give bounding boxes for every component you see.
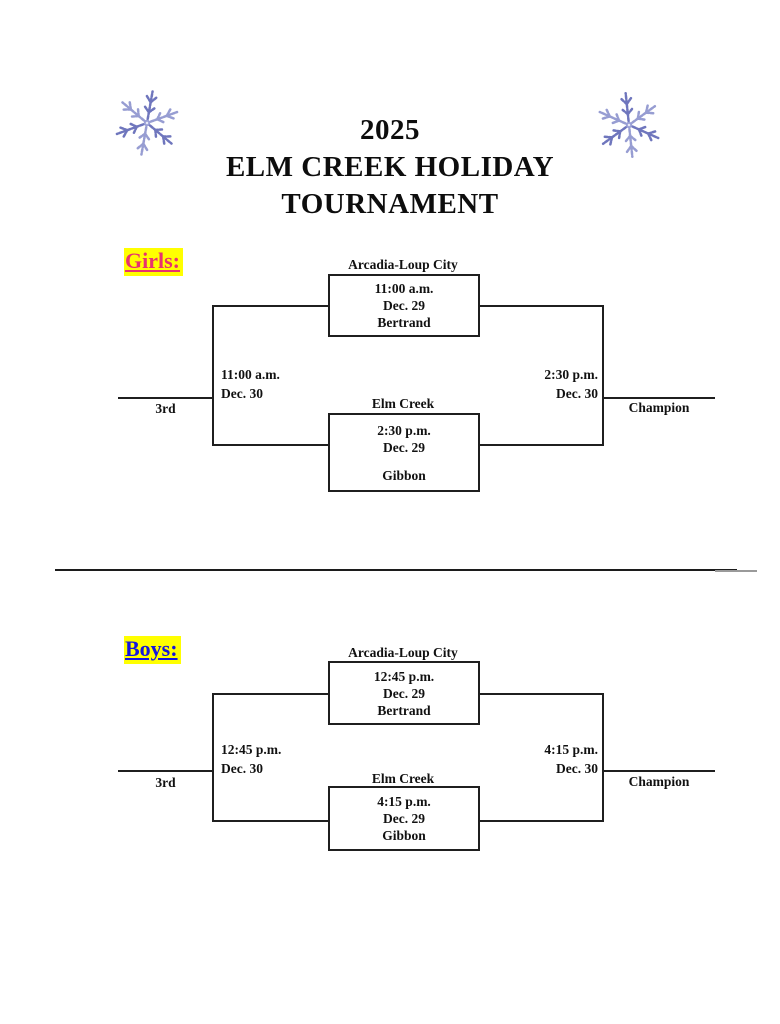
game-date: Dec. 30 [556, 761, 598, 776]
title-name-line1: ELM CREEK HOLIDAY [225, 151, 555, 183]
game-date: Dec. 30 [221, 386, 263, 401]
bottom-game-right-line [479, 444, 604, 446]
top-game-right-line [479, 305, 604, 307]
game-time: 12:45 p.m. [221, 742, 282, 757]
consolation-game-label: 11:00 a.m. Dec. 30 [221, 365, 280, 403]
game-time: 11:00 a.m. [374, 281, 434, 296]
bottom-seed-team: Elm Creek [371, 396, 435, 411]
game-time: 4:15 p.m. [544, 742, 598, 757]
game-date: Dec. 29 [383, 298, 425, 313]
consolation-game-label: 12:45 p.m. Dec. 30 [221, 740, 281, 778]
third-place-label: 3rd [155, 401, 176, 416]
game-time: 12:45 p.m. [373, 668, 435, 684]
game-site: Gibbon [382, 467, 426, 483]
game-date: Dec. 30 [556, 386, 598, 401]
game-time: 11:00 a.m. [221, 367, 280, 382]
boys-section-label: Boys: [124, 636, 181, 664]
third-place-line [118, 397, 213, 399]
top-game-left-line [213, 693, 329, 695]
game-date: Dec. 29 [383, 439, 425, 455]
section-divider [55, 569, 757, 572]
boys-bracket: Boys: Arcadia-Loup City 12:45 p.m. Dec. … [0, 633, 780, 868]
bottom-seed-team: Elm Creek [371, 771, 435, 786]
champion-label: Champion [628, 400, 690, 415]
top-game-right-line [479, 693, 604, 695]
top-game-left-line [213, 305, 329, 307]
third-place-label: 3rd [155, 775, 176, 790]
bottom-game-box: 2:30 p.m. Dec. 29 Gibbon [328, 413, 480, 492]
girls-bracket: Girls: Arcadia-Loup City 11:00 a.m. Dec.… [0, 245, 780, 510]
game-date: Dec. 30 [221, 761, 263, 776]
game-time: 2:30 p.m. [544, 367, 598, 382]
bottom-game-right-line [479, 820, 604, 822]
left-semifinal-connector-line [212, 693, 214, 822]
girls-section-label: Girls: [124, 248, 183, 276]
top-seed-team: Arcadia-Loup City [348, 257, 458, 272]
title-year: 2025 [360, 114, 420, 146]
game-date: Dec. 29 [383, 685, 425, 701]
game-site: Bertrand [377, 702, 431, 718]
championship-game-label: 2:30 p.m. Dec. 30 [460, 365, 598, 403]
champion-label: Champion [628, 774, 690, 789]
game-time: 2:30 p.m. [377, 422, 431, 438]
title-name-line2: TOURNAMENT [281, 188, 499, 220]
top-seed-team: Arcadia-Loup City [348, 645, 458, 660]
bottom-game-left-line [213, 444, 329, 446]
snowflake-icon [586, 82, 672, 168]
bottom-game-box: 4:15 p.m. Dec. 29 Gibbon [328, 786, 480, 851]
top-game-box: 12:45 p.m. Dec. 29 Bertrand [328, 661, 480, 725]
right-semifinal-connector-line [602, 693, 604, 822]
third-place-line [118, 770, 213, 772]
bottom-game-left-line [213, 820, 329, 822]
right-semifinal-connector-line [602, 305, 604, 446]
game-date: Dec. 29 [383, 811, 425, 826]
game-site: Bertrand [377, 315, 431, 330]
top-game-box: 11:00 a.m. Dec. 29 Bertrand [328, 274, 480, 337]
game-site: Gibbon [382, 828, 426, 843]
game-time: 4:15 p.m. [377, 794, 431, 809]
left-semifinal-connector-line [212, 305, 214, 446]
champion-line [603, 770, 715, 772]
snowflake-icon [102, 78, 192, 168]
champion-line [603, 397, 715, 399]
tournament-title: 2025 ELM CREEK HOLIDAY TOURNAMENT [0, 112, 780, 223]
championship-game-label: 4:15 p.m. Dec. 30 [460, 740, 598, 778]
